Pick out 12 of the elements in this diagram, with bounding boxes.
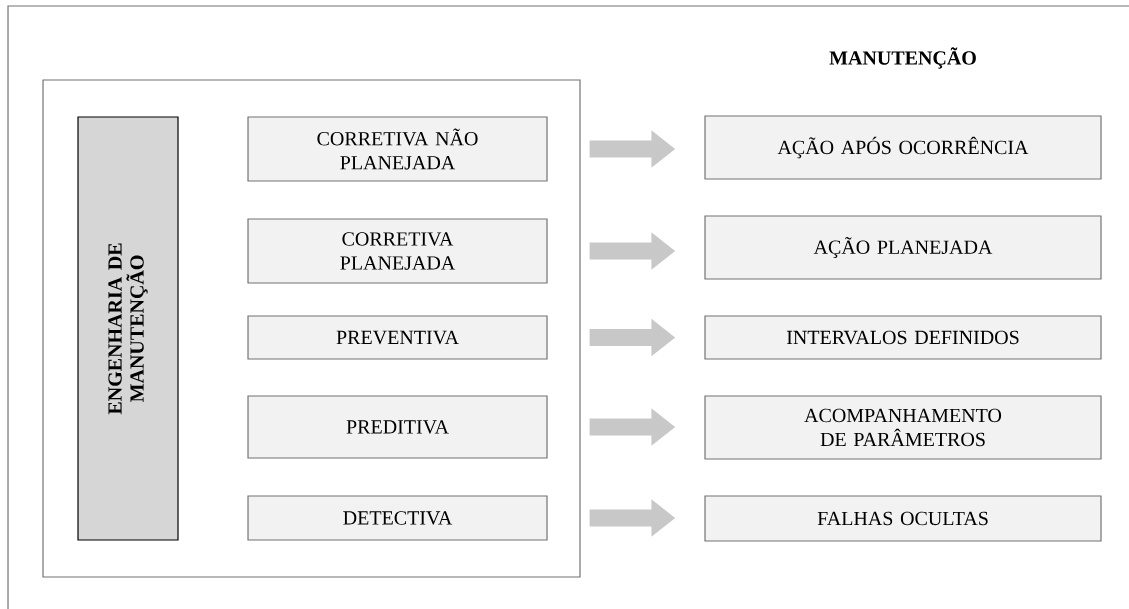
description-box: ACOMPANHAMENTO DE PARÂMETROS (704, 395, 1102, 460)
type-box: CORRETIVA PLANEJADA (247, 218, 548, 284)
type-box: PREDITIVA (247, 395, 548, 459)
category-box: ENGENHARIA DE MANUTENÇÃO (77, 116, 179, 541)
description-box: AÇÃO APÓS OCORRÊNCIA (704, 115, 1102, 180)
type-box: CORRETIVA NÃO PLANEJADA (247, 116, 548, 182)
description-box: AÇÃO PLANEJADA (704, 215, 1102, 280)
description-box: INTERVALOS DEFINIDOS (704, 315, 1102, 360)
type-box: DETECTIVA (247, 495, 548, 541)
type-box: PREVENTIVA (247, 315, 548, 360)
description-box: FALHAS OCULTAS (704, 495, 1102, 542)
title: MANUTENÇÃO (829, 47, 976, 69)
